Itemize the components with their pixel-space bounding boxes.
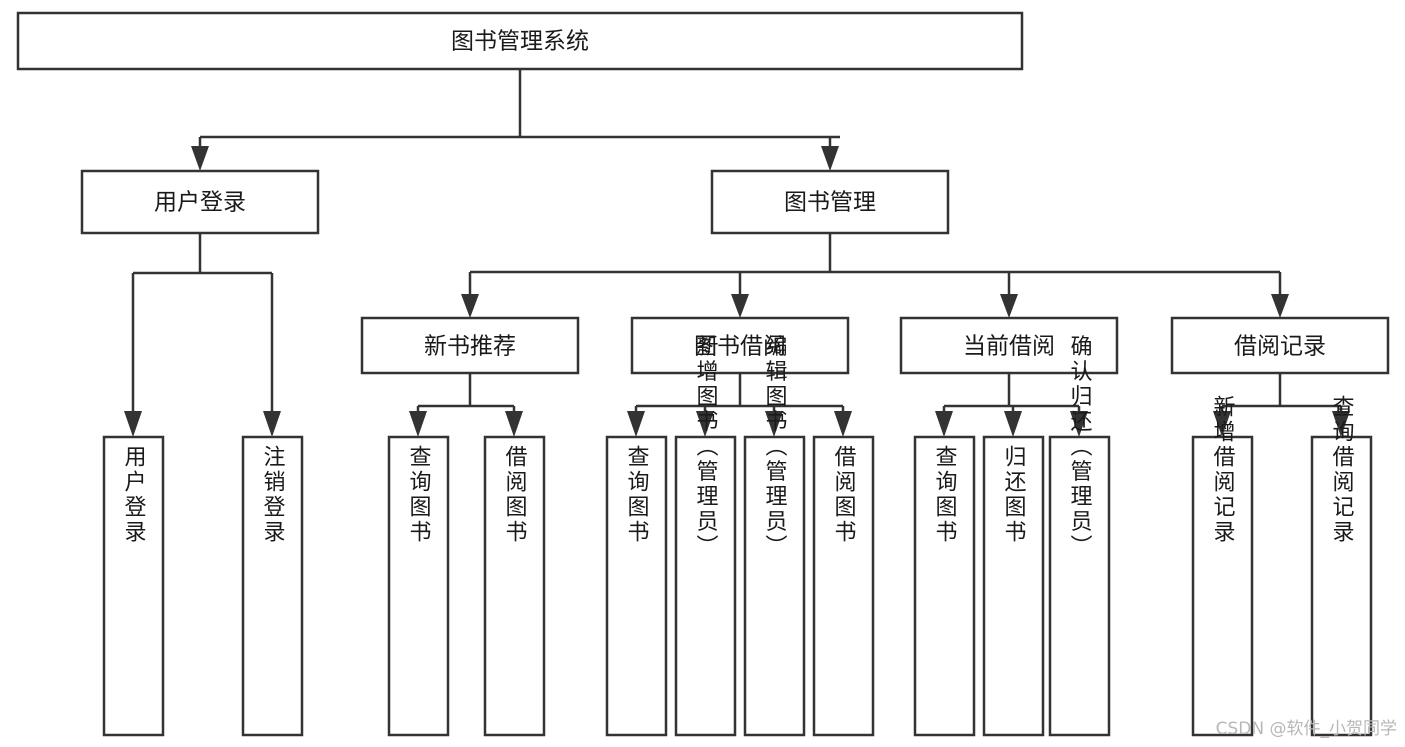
arrowhead-to-leaf-1 — [124, 411, 142, 437]
node-root-label: 图书管理系统 — [451, 29, 589, 55]
leaf-node-return-book-box[interactable] — [982, 435, 1045, 737]
node-book-borrow-label: 图书借阅 — [694, 334, 786, 360]
leaf-node-query-book-borrow-label: 查询图书 — [624, 445, 650, 545]
node-book-borrow[interactable]: 图书借阅 — [630, 316, 850, 375]
arrowhead-to-leaf-13 — [1332, 411, 1350, 437]
leaf-node-edit-book-admin[interactable]: 编辑图书（管理员） — [743, 335, 806, 737]
leaf-node-edit-book-admin-box[interactable] — [743, 435, 806, 737]
leaf-node-add-borrow-record-box[interactable] — [1191, 435, 1254, 737]
arrowhead-to-current-borrow — [1000, 294, 1018, 318]
leaf-node-query-book-current[interactable]: 查询图书 — [913, 435, 976, 737]
arrowhead-to-book-management — [821, 146, 839, 171]
arrowhead-to-leaf-4 — [505, 411, 523, 437]
leaf-node-confirm-return-admin-box[interactable] — [1048, 435, 1111, 737]
arrowhead-to-leaf-11 — [1070, 411, 1088, 437]
node-new-book-recommend-box[interactable] — [360, 316, 580, 375]
connector-login-to-leaves — [131, 233, 274, 414]
leaf-node-return-book[interactable]: 归还图书 — [982, 435, 1045, 737]
node-new-book-recommend[interactable]: 新书推荐 — [360, 316, 580, 375]
leaf-node-add-book-admin-box[interactable] — [674, 435, 737, 737]
csdn-watermark: CSDN @软件_小贺同学 — [1215, 719, 1397, 739]
leaf-node-add-book-admin-label: 新增图书（管理员） — [693, 335, 719, 560]
arrowhead-to-leaf-8 — [834, 411, 852, 437]
arrowhead-to-leaf-6 — [696, 411, 714, 437]
leaf-node-query-book-current-box[interactable] — [913, 435, 976, 737]
leaf-node-add-borrow-record[interactable]: 新增借阅记录 — [1191, 395, 1254, 737]
leaf-node-add-book-admin[interactable]: 新增图书（管理员） — [674, 335, 737, 737]
node-borrow-records[interactable]: 借阅记录 — [1170, 316, 1390, 375]
arrowhead-to-leaf-3 — [409, 411, 427, 437]
leaf-node-query-book-newbook-label: 查询图书 — [406, 445, 432, 545]
leaf-node-edit-book-admin-label: 编辑图书（管理员） — [762, 335, 788, 560]
node-root[interactable]: 图书管理系统 — [16, 11, 1024, 71]
leaf-node-logout-box[interactable] — [241, 435, 304, 737]
arrowhead-to-leaf-2 — [263, 411, 281, 437]
leaf-node-user-login-label: 用户登录 — [121, 445, 147, 545]
node-borrow-records-box[interactable] — [1170, 316, 1390, 375]
node-current-borrow-box[interactable] — [899, 316, 1119, 375]
leaf-node-return-book-label: 归还图书 — [1001, 445, 1027, 545]
node-book-management-box[interactable] — [710, 169, 950, 235]
leaf-node-borrow-book[interactable]: 借阅图书 — [812, 435, 875, 737]
leaf-node-confirm-return-admin-label: 确认归还（管理员） — [1067, 335, 1093, 560]
arrowhead-to-leaf-12 — [1213, 411, 1231, 437]
connector-borrow-to-leaves — [634, 373, 845, 414]
leaf-node-borrow-book-label: 借阅图书 — [831, 445, 857, 545]
connector-current-to-leaves — [942, 373, 1081, 414]
arrowhead-to-borrow-book — [731, 294, 749, 318]
leaf-node-query-book-borrow[interactable]: 查询图书 — [605, 435, 668, 737]
leaf-node-logout[interactable]: 注销登录 — [241, 435, 304, 737]
leaf-node-borrow-book-newbook[interactable]: 借阅图书 — [483, 435, 546, 737]
node-current-borrow[interactable]: 当前借阅 — [899, 316, 1119, 375]
node-borrow-records-label: 借阅记录 — [1234, 334, 1326, 360]
connector-bookmgmt-to-level3 — [468, 233, 1282, 299]
connector-layer — [124, 69, 1350, 437]
arrowhead-to-leaf-9 — [935, 411, 953, 437]
node-layer: 图书管理系统 用户登录 图书管理 新书推荐 图书借阅 当前借阅 借阅记录 — [16, 11, 1390, 737]
leaf-node-user-login[interactable]: 用户登录 — [102, 435, 165, 737]
leaf-node-confirm-return-admin[interactable]: 确认归还（管理员） — [1048, 335, 1111, 737]
arrowhead-to-leaf-5 — [627, 411, 645, 437]
leaf-node-query-book-borrow-box[interactable] — [605, 435, 668, 737]
connector-records-to-leaves — [1220, 373, 1343, 414]
leaf-node-query-borrow-record-box[interactable] — [1310, 435, 1373, 737]
leaf-node-borrow-book-newbook-box[interactable] — [483, 435, 546, 737]
leaf-node-query-book-current-label: 查询图书 — [932, 445, 958, 545]
leaf-node-add-borrow-record-label: 新增借阅记录 — [1210, 395, 1236, 545]
node-book-borrow-box[interactable] — [630, 316, 850, 375]
node-user-login[interactable]: 用户登录 — [80, 169, 320, 235]
leaf-node-query-borrow-record[interactable]: 查询借阅记录 — [1310, 395, 1373, 737]
arrowhead-to-leaf-7 — [765, 411, 783, 437]
node-current-borrow-label: 当前借阅 — [963, 334, 1055, 360]
leaf-node-query-book-newbook[interactable]: 查询图书 — [387, 435, 450, 737]
connector-newbook-to-leaves — [416, 373, 516, 414]
leaf-node-borrow-book-newbook-label: 借阅图书 — [502, 445, 528, 545]
arrowhead-to-user-login — [191, 146, 209, 171]
leaf-node-borrow-book-box[interactable] — [812, 435, 875, 737]
leaf-node-logout-label: 注销登录 — [260, 445, 286, 545]
node-book-management[interactable]: 图书管理 — [710, 169, 950, 235]
node-user-login-box[interactable] — [80, 169, 320, 235]
leaf-node-user-login-box[interactable] — [102, 435, 165, 737]
arrowhead-to-leaf-10 — [1004, 411, 1022, 437]
connector-root-to-level2 — [198, 69, 840, 152]
leaf-node-query-book-newbook-box[interactable] — [387, 435, 450, 737]
node-book-management-label: 图书管理 — [784, 190, 876, 216]
node-root-box[interactable] — [16, 11, 1024, 71]
arrowhead-to-new-book — [461, 294, 479, 318]
arrowhead-to-borrow-records — [1271, 294, 1289, 318]
node-user-login-label: 用户登录 — [154, 190, 246, 216]
leaf-node-query-borrow-record-label: 查询借阅记录 — [1329, 395, 1355, 545]
node-new-book-recommend-label: 新书推荐 — [424, 334, 516, 360]
